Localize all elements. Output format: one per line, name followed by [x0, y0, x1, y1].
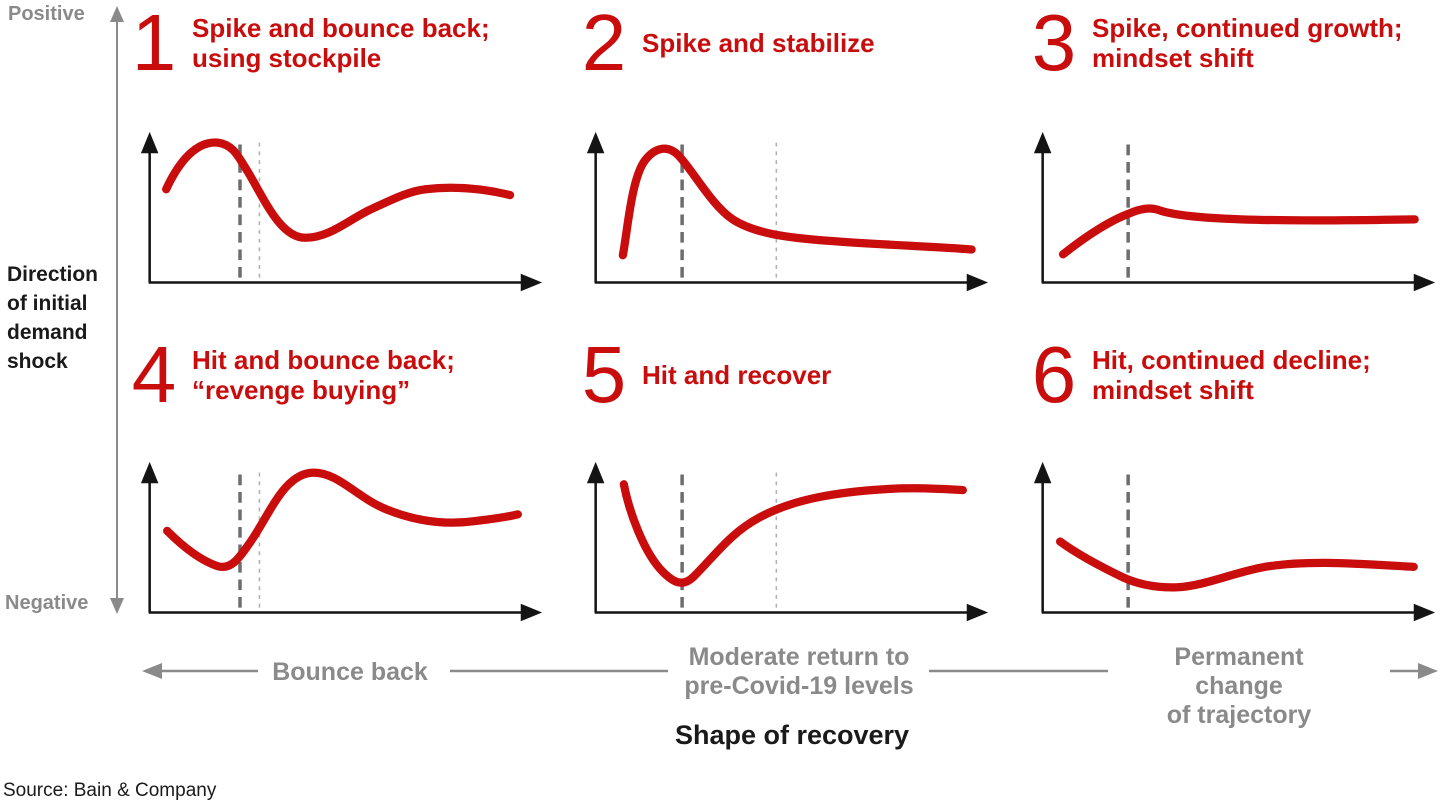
panel-4-title: Hit and bounce back; “revenge buying” [192, 345, 455, 405]
demand-curve-2 [618, 144, 976, 260]
recovery-label-permanent-change: Permanent change of trajectory [1166, 643, 1312, 729]
recovery-axis [142, 663, 1438, 679]
direction-axis-title: Direction of initial demand shock [7, 263, 99, 373]
panel-4-header: 4 Hit and bounce back; “revenge buying” [128, 334, 548, 416]
panel-5-number: 5 [581, 330, 627, 419]
arrow-right-icon [1418, 663, 1438, 679]
chart-1 [140, 131, 543, 292]
recovery-label-bounce-back: Bounce back [272, 658, 428, 686]
positive-label: Positive [8, 3, 85, 25]
panel-5-title: Hit and recover [642, 360, 832, 390]
panel-1-title: Spike and bounce back; using stockpile [192, 13, 490, 73]
recovery-label-moderate-return: Moderate return to pre-Covid-19 levels [684, 643, 914, 700]
demand-curve-4 [163, 468, 522, 571]
demand-curve-6 [1056, 537, 1418, 592]
x-axis-arrow-icon [520, 603, 543, 622]
arrow-down-icon [110, 598, 124, 614]
x-axis-arrow-icon [1413, 273, 1436, 292]
chart-6 [1033, 461, 1436, 622]
panel-6-number: 6 [1031, 330, 1077, 419]
demand-curve-5 [619, 480, 967, 587]
chart-4 [140, 461, 543, 622]
source-attribution: Source: Bain & Company [3, 780, 217, 801]
panel-1-number: 1 [131, 0, 177, 87]
demand-curve-3 [1058, 204, 1419, 259]
y-axis-arrow-icon [140, 131, 159, 154]
arrow-up-icon [110, 6, 124, 22]
panel-2-title: Spike and stabilize [642, 28, 875, 58]
arrow-left-icon [142, 663, 162, 679]
panel-5-header: 5 Hit and recover [578, 334, 998, 416]
y-axis-arrow-icon [586, 131, 605, 154]
y-axis-arrow-icon [1033, 131, 1052, 154]
y-axis-arrow-icon [1033, 461, 1052, 484]
chart-3 [1033, 131, 1436, 292]
panel-3-header: 3 Spike, continued growth; mindset shift [1028, 2, 1440, 84]
panel-1-header: 1 Spike and bounce back; using stockpile [128, 2, 548, 84]
x-axis-arrow-icon [1413, 603, 1436, 622]
panel-2-number: 2 [581, 0, 627, 87]
panel-3-number: 3 [1031, 0, 1077, 87]
negative-label: Negative [5, 592, 89, 614]
panel-3-title: Spike, continued growth; mindset shift [1092, 13, 1403, 73]
x-axis-arrow-icon [966, 603, 989, 622]
x-axis-arrow-icon [520, 273, 543, 292]
recovery-axis-title: Shape of recovery [674, 720, 910, 750]
y-axis-arrow-icon [140, 461, 159, 484]
panel-6-title: Hit, continued decline; mindset shift [1092, 345, 1371, 405]
x-axis-arrow-icon [966, 273, 989, 292]
panel-2-header: 2 Spike and stabilize [578, 2, 998, 84]
chart-2 [586, 131, 989, 292]
direction-axis [110, 6, 124, 614]
chart-5 [586, 461, 989, 622]
panel-6-header: 6 Hit, continued decline; mindset shift [1028, 334, 1440, 416]
y-axis-arrow-icon [586, 461, 605, 484]
panel-4-number: 4 [131, 330, 177, 419]
demand-curve-1 [162, 138, 515, 242]
